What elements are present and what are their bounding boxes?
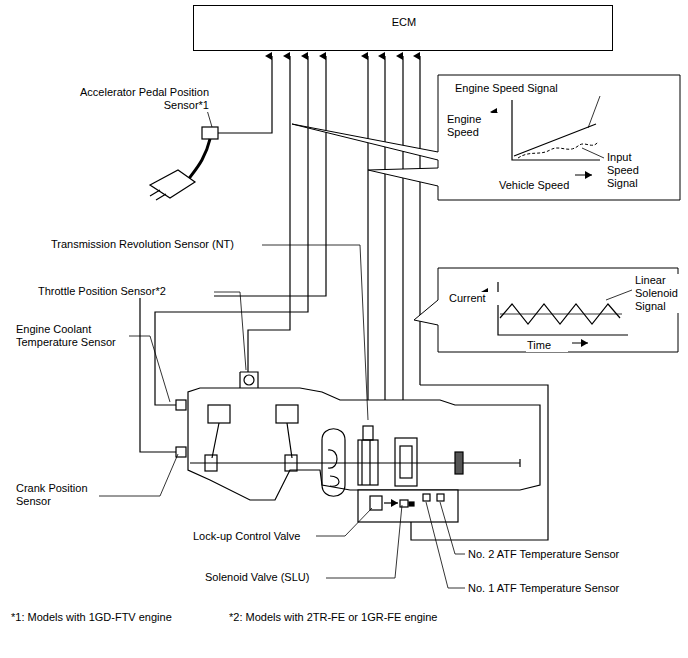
engine-transmission bbox=[176, 372, 540, 522]
signal-inset: Linear Solenoid Signal CurrentTime bbox=[438, 268, 678, 355]
footnote: *1: Models with 1GD-FTV engine bbox=[10, 611, 222, 624]
part-name: No. 2 ATF Temperature Sensor bbox=[467, 548, 659, 561]
footnote: *2: Models with 2TR-FE or 1GR-FE engine bbox=[228, 611, 490, 624]
part-name: Accelerator Pedal Position Sensor*1 bbox=[60, 86, 210, 112]
part-name: Crank Position Sensor bbox=[15, 482, 99, 508]
part-name: Lock-up Control Valve bbox=[192, 530, 316, 543]
leader-lines bbox=[96, 110, 465, 588]
signal-inset: Engine Speed SignalEngine SpeedVehicle S… bbox=[438, 75, 680, 200]
curve-label: Input Speed Signal bbox=[606, 151, 658, 190]
inset-title: Linear Solenoid Signal bbox=[634, 274, 680, 313]
part-name: Throttle Position Sensor*2 bbox=[37, 285, 214, 298]
part-name: Transmission Revolution Sensor (NT) bbox=[50, 238, 262, 251]
part-name: No. 1 ATF Temperature Sensor bbox=[467, 582, 659, 595]
ecu-box: ECM bbox=[193, 5, 613, 51]
part-name: Engine Coolant Temperature Sensor bbox=[15, 323, 129, 349]
wiring bbox=[140, 56, 548, 540]
inset-title: Engine Speed Signal bbox=[454, 82, 596, 95]
unit-name: ECM bbox=[194, 16, 614, 29]
axis-label: Vehicle Speed bbox=[498, 179, 590, 192]
accelerator-pedal bbox=[150, 127, 218, 200]
axis-label: Engine Speed bbox=[446, 113, 502, 139]
axis-label: Current bbox=[448, 292, 500, 305]
engine-speed-inset bbox=[292, 75, 680, 200]
axis-label: Time bbox=[526, 339, 568, 352]
part-name: Solenoid Valve (SLU) bbox=[204, 571, 326, 584]
